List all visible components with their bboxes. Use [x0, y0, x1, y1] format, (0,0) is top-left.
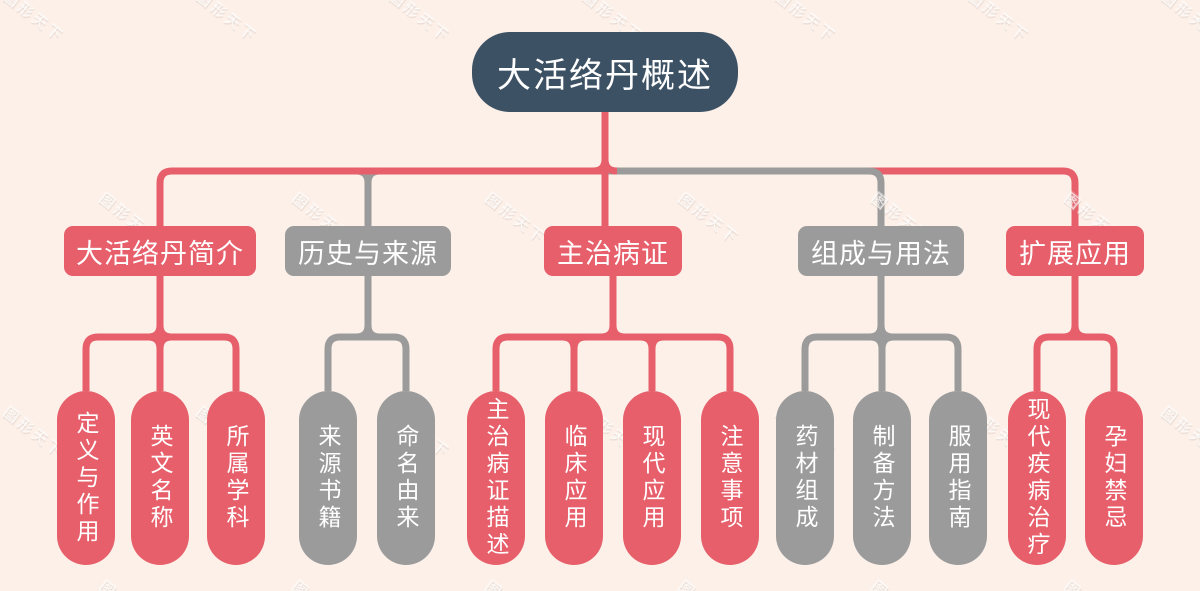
leaf-node[interactable]: 所属学科 [207, 391, 265, 565]
branch-node[interactable]: 大活络丹简介 [64, 226, 256, 276]
branch-node[interactable]: 主治病证 [544, 226, 682, 276]
branch-node[interactable]: 扩展应用 [1006, 226, 1144, 276]
leaf-node[interactable]: 现代疾病治疗 [1008, 391, 1066, 565]
leaf-node[interactable]: 服用指南 [929, 391, 987, 565]
leaf-node[interactable]: 命名由来 [377, 391, 435, 565]
root-node[interactable]: 大活络丹概述 [472, 32, 738, 112]
leaf-node[interactable]: 英文名称 [131, 391, 189, 565]
leaf-node[interactable]: 临床应用 [545, 391, 603, 565]
leaf-node[interactable]: 注意事项 [701, 391, 759, 565]
leaf-node[interactable]: 来源书籍 [299, 391, 357, 565]
leaf-node[interactable]: 药材组成 [776, 391, 834, 565]
leaf-node[interactable]: 定义与作用 [57, 391, 115, 565]
branch-node[interactable]: 历史与来源 [285, 226, 451, 276]
branch-node[interactable]: 组成与用法 [798, 226, 964, 276]
leaf-node[interactable]: 制备方法 [853, 391, 911, 565]
leaf-node[interactable]: 主治病证描述 [467, 391, 525, 565]
leaf-node[interactable]: 孕妇禁忌 [1085, 391, 1143, 565]
leaf-node[interactable]: 现代应用 [623, 391, 681, 565]
